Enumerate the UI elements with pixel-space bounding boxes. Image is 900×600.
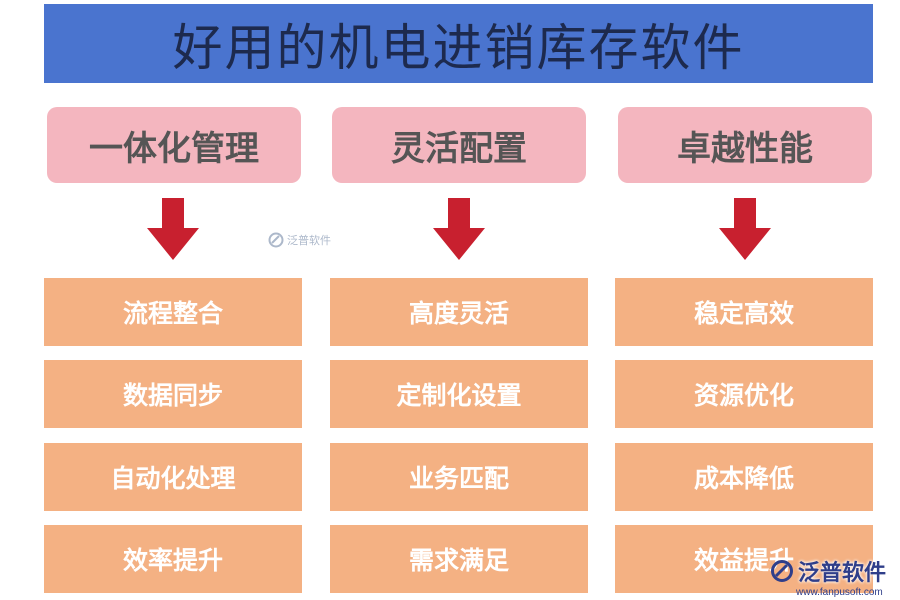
title-bar: 好用的机电进销库存软件 — [44, 4, 873, 83]
category-heading-integrated: 一体化管理 — [47, 107, 301, 183]
watermark-center: 泛普软件 — [268, 232, 331, 248]
item-resource-optimization: 资源优化 — [615, 360, 873, 428]
item-automation: 自动化处理 — [44, 443, 302, 511]
down-arrow-icon — [147, 198, 199, 260]
item-process-integration: 流程整合 — [44, 278, 302, 346]
watermark-corner-text: 泛普软件 — [798, 561, 887, 586]
item-data-sync: 数据同步 — [44, 360, 302, 428]
item-cost-reduction: 成本降低 — [615, 443, 873, 511]
item-needs-met: 需求满足 — [330, 525, 588, 593]
down-arrow-icon — [433, 198, 485, 260]
down-arrow-icon — [719, 198, 771, 260]
category-heading-flexible: 灵活配置 — [332, 107, 586, 183]
item-custom-settings: 定制化设置 — [330, 360, 588, 428]
item-efficiency: 效率提升 — [44, 525, 302, 593]
watermark-corner: 泛普软件 www.fanpusoft.com — [770, 555, 886, 598]
watermark-url: www.fanpusoft.com — [796, 587, 883, 598]
item-high-flexibility: 高度灵活 — [330, 278, 588, 346]
page-title: 好用的机电进销库存软件 — [172, 18, 745, 77]
item-business-match: 业务匹配 — [330, 443, 588, 511]
item-benefit-increase: 效益提升 — [615, 525, 873, 593]
category-heading-performance: 卓越性能 — [618, 107, 872, 183]
watermark-center-text: 泛普软件 — [287, 234, 331, 247]
item-stable-efficient: 稳定高效 — [615, 278, 873, 346]
fanpu-logo-icon — [771, 560, 793, 582]
fanpu-logo-icon — [268, 232, 284, 248]
